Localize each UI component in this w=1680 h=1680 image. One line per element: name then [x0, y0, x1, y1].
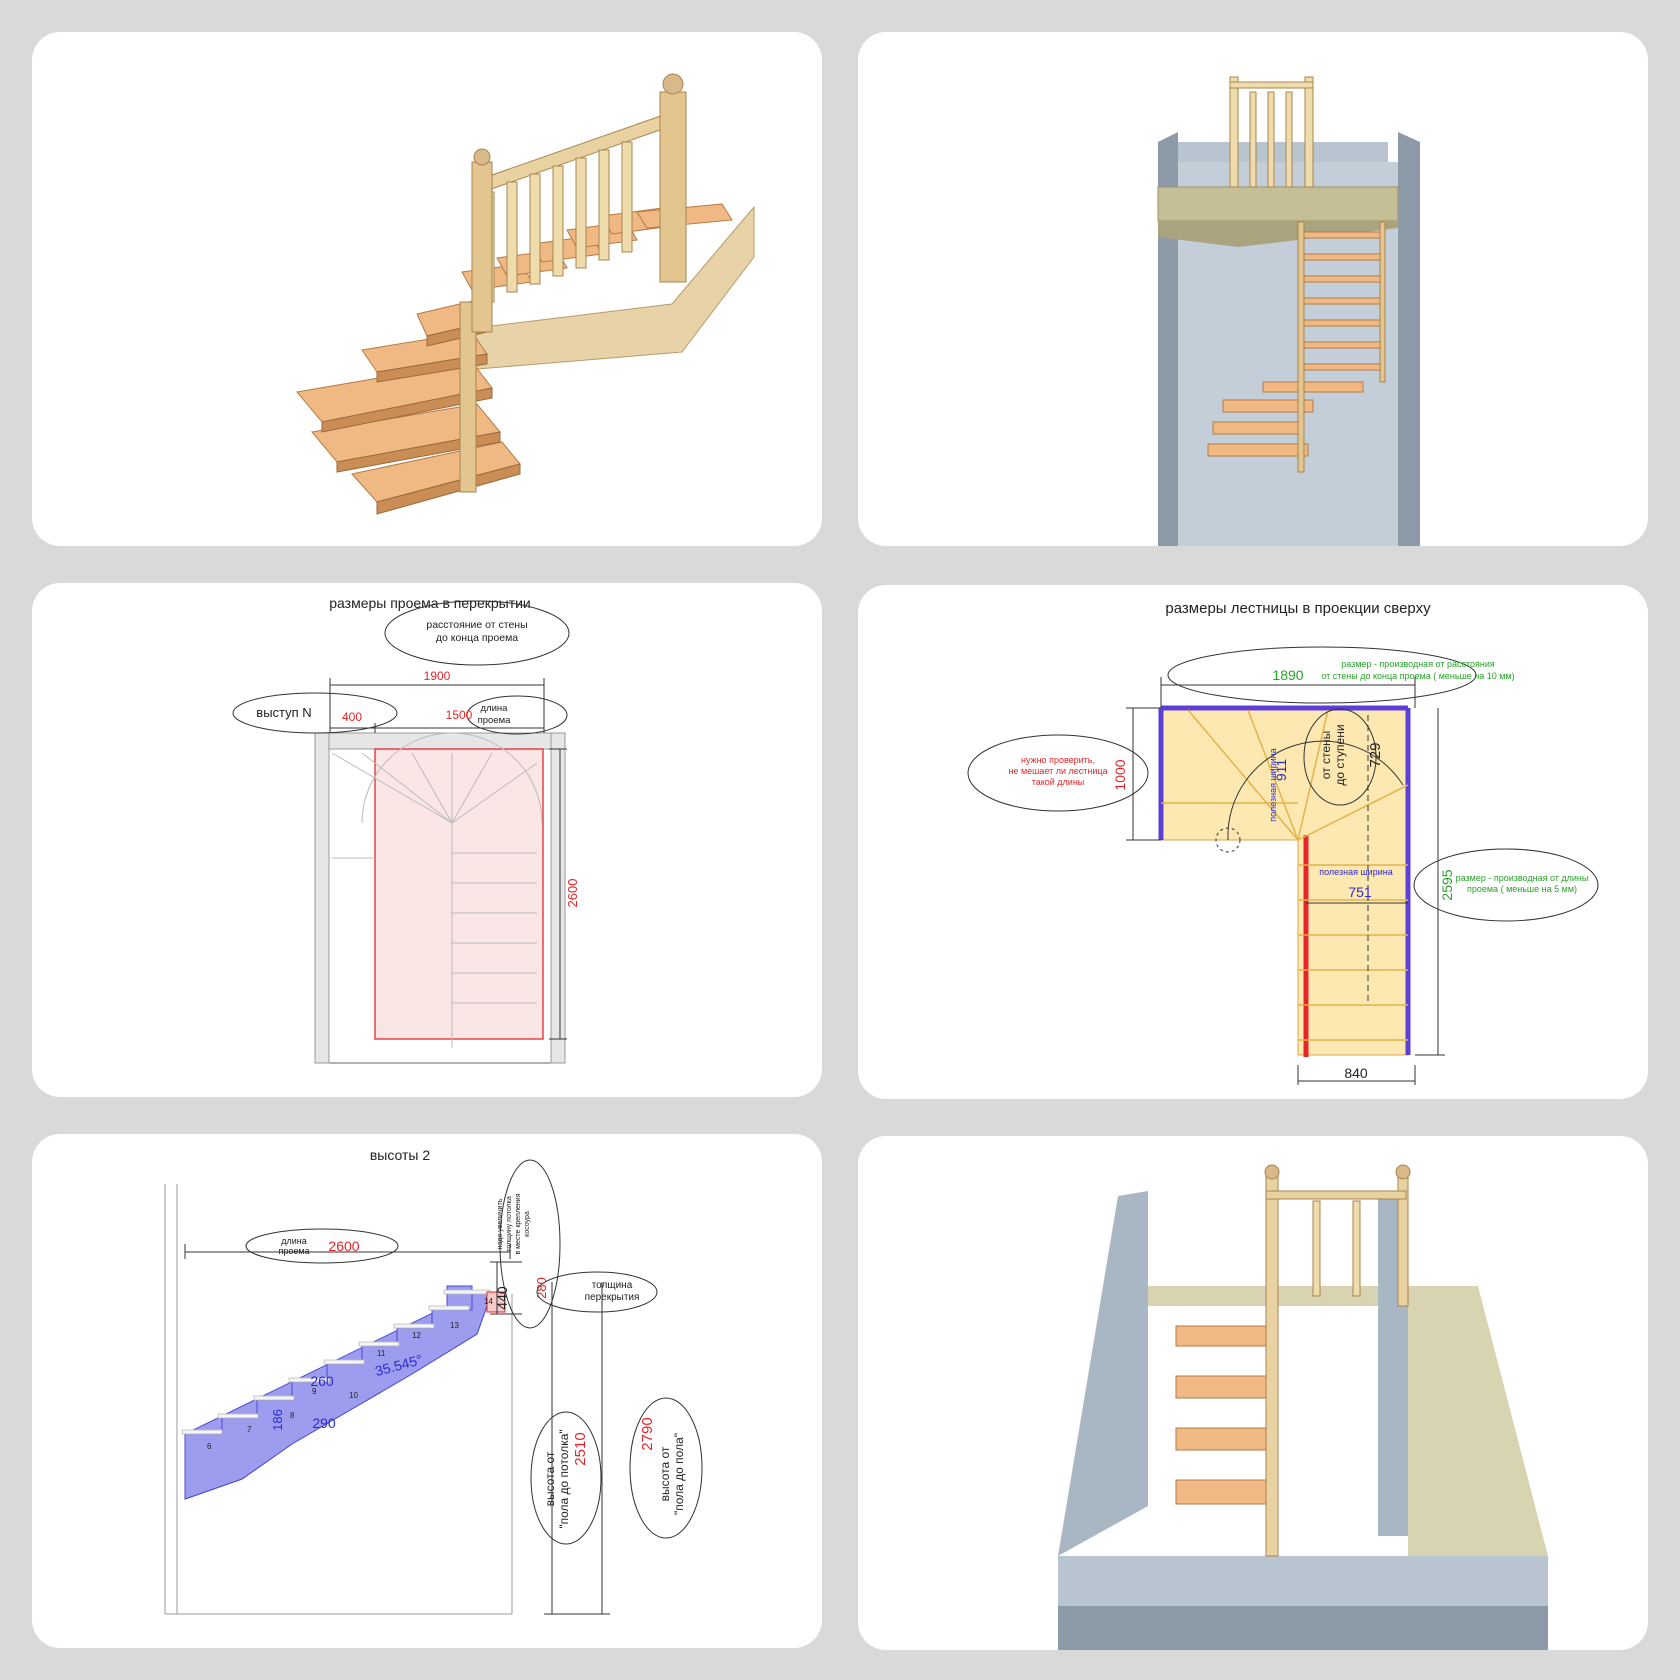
heights-dim-440: 440	[494, 1286, 510, 1310]
plan-note-left-line3: такой длины	[1032, 777, 1085, 787]
plan-note-right-line1: размер - производная от длины	[1456, 873, 1589, 883]
heights-dim-going: 260	[310, 1373, 334, 1389]
plan-useful-width-label-2: полезная ширина	[1319, 867, 1392, 877]
heights-dim-slab: 280	[534, 1277, 549, 1299]
heights-dim-tread: 290	[312, 1415, 336, 1431]
panel-render-iso	[32, 32, 822, 546]
heights-dim-len: 2600	[328, 1238, 359, 1254]
panel-render-front	[858, 32, 1648, 546]
opening-ledge-label: выступ N	[256, 705, 311, 720]
plan-note-top-line2: от стены до конца проема ( меньше на 10 …	[1321, 671, 1514, 681]
panel-top-plan: размеры лестницы в проекции сверху	[858, 585, 1648, 1099]
plan-dim-751: 751	[1348, 884, 1372, 900]
plan-dim-right: 2595	[1439, 869, 1455, 900]
step-number: 12	[412, 1331, 421, 1340]
heights-ceiling-note-line3: в месте крепления	[515, 1193, 522, 1254]
staircase-render-icon	[296, 73, 755, 515]
plan-note-right-line2: проема ( меньше на 5 мм)	[1467, 884, 1577, 894]
plan-dim-left: 1000	[1112, 759, 1128, 790]
heights-dim-riser: 186	[270, 1409, 285, 1431]
plan-wall-note-line2: до ступени	[1333, 724, 1347, 785]
step-number: 10	[349, 1391, 358, 1400]
heights-slab-label-line2: перекрытия	[585, 1292, 640, 1303]
staircase-top-view-render-icon	[1058, 1164, 1548, 1650]
opening-wall-note-line2: до конца проема	[436, 632, 518, 644]
heights-len-label-line2: проема	[278, 1246, 309, 1256]
heights-ceiling-note-line2: толщину потолка	[506, 1196, 513, 1252]
step-number: 13	[450, 1321, 459, 1330]
plan-dim-top: 1890	[1272, 667, 1303, 683]
heights-dim-floor-floor: 2790	[639, 1417, 656, 1450]
plan-note-top-line1: размер - производная от расстояния	[1341, 659, 1495, 669]
plan-note-left-line1: нужно проверить,	[1021, 755, 1095, 765]
step-number: 9	[312, 1387, 317, 1396]
plan-note-left-line2: не мешает ли лестница	[1008, 766, 1107, 776]
heights-title: высоты 2	[370, 1147, 431, 1163]
heights-ceiling-note-line1: надо увеличить	[497, 1198, 504, 1249]
panel-render-top	[858, 1136, 1648, 1650]
opening-len-label-line2: проема	[478, 715, 512, 726]
panel-heights: высоты 2	[32, 1134, 822, 1648]
heights-slab-label-line1: толщина	[592, 1280, 633, 1291]
step-number: 14	[484, 1297, 493, 1306]
step-number: 11	[377, 1349, 386, 1358]
opening-dim-total: 1900	[424, 669, 451, 683]
opening-dim-depth: 2600	[565, 879, 580, 908]
plan-dim-bottom: 840	[1344, 1065, 1368, 1081]
opening-dim-len: 1500	[446, 708, 473, 722]
opening-len-label-line1: длина	[481, 703, 509, 714]
panel-opening-dimensions: размеры проема в перекрытии	[32, 583, 822, 1097]
heights-fc-label-line2: "пола до потолка"	[557, 1429, 571, 1528]
step-number: 7	[247, 1425, 252, 1434]
heights-ff-label-line2: "пола до пола"	[672, 1433, 686, 1515]
staircase-in-shaft-render-icon	[1157, 76, 1420, 546]
heights-ff-label-line1: высота от	[658, 1446, 672, 1501]
heights-dim-floor-ceiling: 2510	[572, 1432, 589, 1465]
opening-dim-ledge: 400	[342, 710, 362, 724]
heights-ceiling-note-line4: косоура	[524, 1211, 531, 1237]
plan-wall-note-line1: от стены	[1319, 731, 1333, 780]
step-number: 6	[207, 1442, 212, 1451]
heights-len-label-line1: длина	[281, 1236, 307, 1246]
plan-dim-911: 911	[1273, 759, 1289, 782]
heights-fc-label-line1: высота от	[543, 1451, 557, 1506]
opening-wall-note-line1: расстояние от стены	[426, 619, 527, 631]
plan-dim-729: 729	[1367, 742, 1384, 767]
step-number: 8	[290, 1411, 295, 1420]
opening-title: размеры проема в перекрытии	[329, 595, 531, 611]
plan-useful-width-label-1: полезная ширина	[1268, 748, 1278, 821]
plan-title: размеры лестницы в проекции сверху	[1165, 600, 1431, 617]
